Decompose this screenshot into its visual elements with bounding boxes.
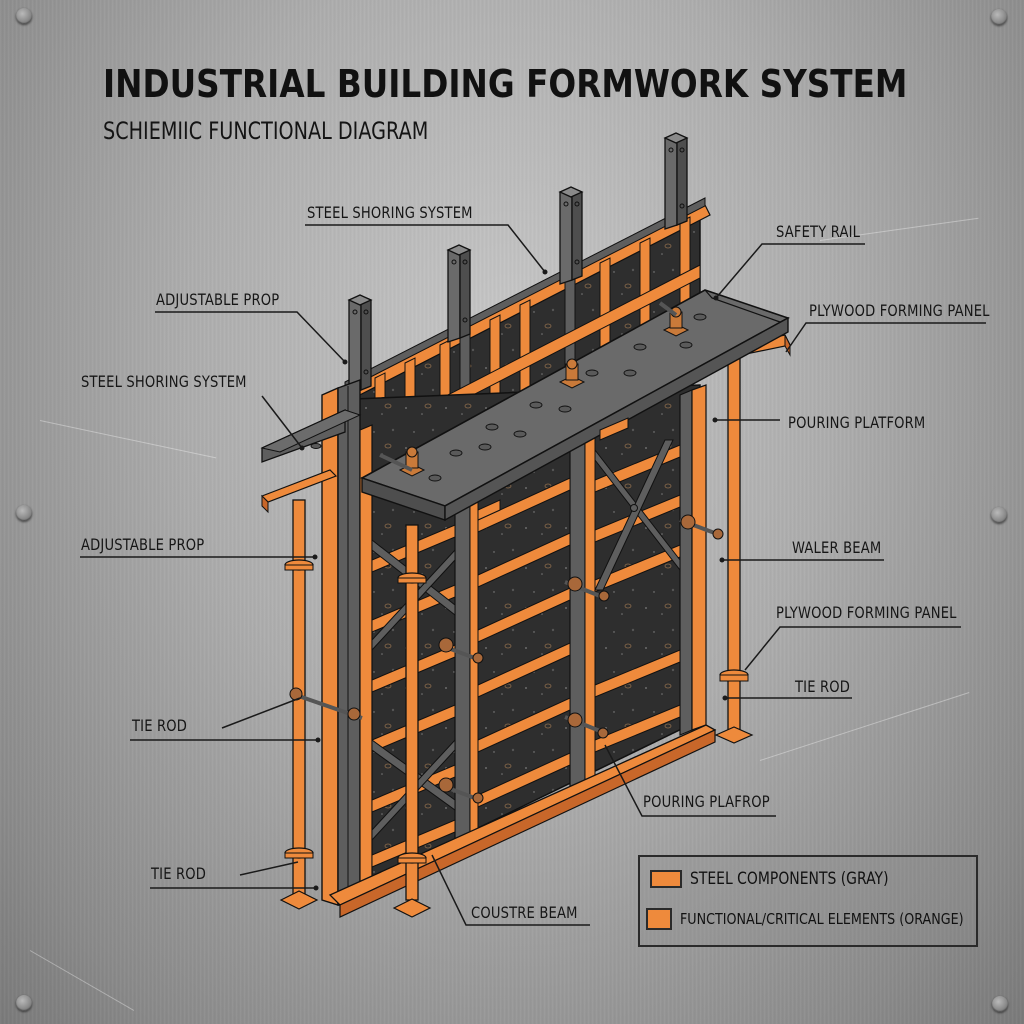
label-steel-shoring-system-top: STEEL SHORING SYSTEM <box>307 203 473 222</box>
label-tie-rod-right: TIE ROD <box>795 677 851 696</box>
label-waler-beam: WALER BEAM <box>792 538 882 557</box>
rivet-icon <box>16 8 32 24</box>
legend-item-functional: FUNCTIONAL/CRITICAL ELEMENTS (ORANGE) <box>646 908 1024 930</box>
label-plywood-forming-panel-right: PLYWOOD FORMING PANEL <box>776 603 957 622</box>
label-adjustable-prop-left: ADJUSTABLE PROP <box>81 535 205 554</box>
legend-swatch-icon <box>650 870 682 888</box>
legend-item-steel: STEEL COMPONENTS (GRAY) <box>650 869 932 889</box>
label-tie-rod-bottom: TIE ROD <box>151 864 207 883</box>
label-tie-rod-left: TIE ROD <box>132 716 188 735</box>
legend-label: FUNCTIONAL/CRITICAL ELEMENTS (ORANGE) <box>680 910 964 928</box>
legend-swatch-icon <box>646 908 672 930</box>
rivet-icon <box>16 995 32 1011</box>
legend-box: STEEL COMPONENTS (GRAY) FUNCTIONAL/CRITI… <box>638 855 978 947</box>
rivet-icon <box>16 505 32 521</box>
label-coustre-beam: COUSTRE BEAM <box>471 903 578 922</box>
label-pouring-plafrop: POURING PLAFROP <box>643 792 770 811</box>
legend-label: STEEL COMPONENTS (GRAY) <box>690 869 889 889</box>
rivet-icon <box>992 996 1008 1012</box>
label-pouring-platform: POURING PLATFORM <box>788 413 926 432</box>
label-plywood-forming-panel-top: PLYWOOD FORMING PANEL <box>809 301 990 320</box>
label-adjustable-prop-top: ADJUSTABLE PROP <box>156 290 280 309</box>
rivet-icon <box>991 9 1007 25</box>
diagram-subtitle: SCHIEMIIC FUNCTIONAL DIAGRAM <box>103 117 429 145</box>
label-steel-shoring-system-left: STEEL SHORING SYSTEM <box>81 372 247 391</box>
diagram-title: INDUSTRIAL BUILDING FORMWORK SYSTEM <box>103 62 908 106</box>
rivet-icon <box>991 507 1007 523</box>
label-safety-rail: SAFETY RAIL <box>776 222 861 241</box>
